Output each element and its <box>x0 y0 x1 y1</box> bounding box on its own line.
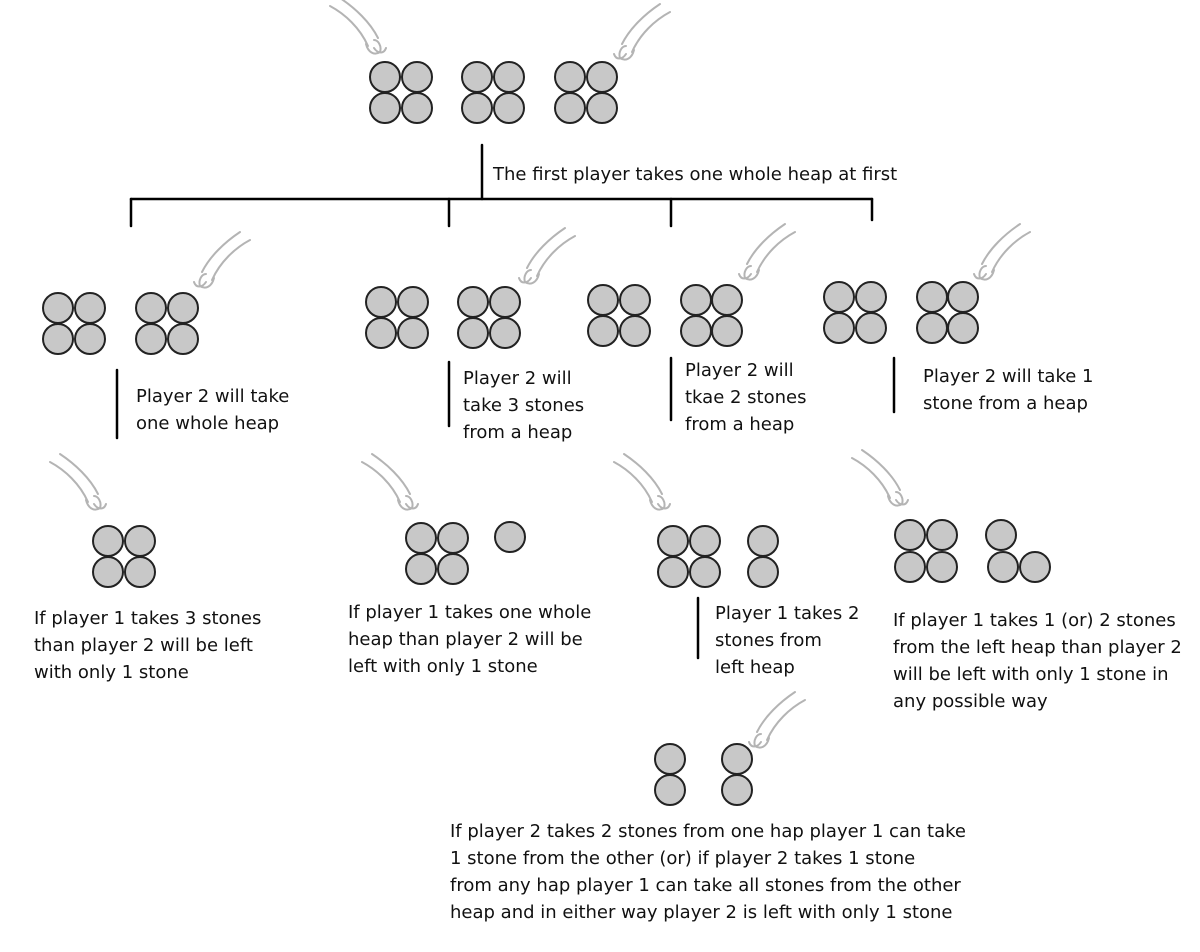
stone <box>92 525 124 557</box>
level1-caption-1: Player 2 will take one whole heap <box>136 386 290 434</box>
stone <box>489 286 521 318</box>
stone <box>124 556 156 588</box>
hand-icon <box>738 223 796 281</box>
hand-icon <box>613 3 671 61</box>
stone <box>493 92 525 124</box>
stone <box>1019 551 1051 583</box>
stone <box>586 61 618 93</box>
stone <box>489 317 521 349</box>
stone-groups <box>42 61 1051 806</box>
stone <box>437 522 469 554</box>
stone <box>680 284 712 316</box>
stone <box>135 292 167 324</box>
stone <box>401 92 433 124</box>
root-caption: The first player takes one whole heap at… <box>493 164 898 185</box>
level2-caption-2: If player 1 takes one whole heap than pl… <box>348 602 592 677</box>
stone <box>124 525 156 557</box>
stone <box>586 92 618 124</box>
stone <box>916 281 948 313</box>
stone <box>42 323 74 355</box>
stone <box>554 92 586 124</box>
stone <box>554 61 586 93</box>
level2-caption-4: If player 1 takes 1 (or) 2 stones from t… <box>893 610 1182 712</box>
stone <box>369 92 401 124</box>
stone <box>92 556 124 588</box>
stone <box>657 556 689 588</box>
stone <box>721 774 753 806</box>
level1-caption-4: Player 2 will take 1 stone from a heap <box>923 366 1094 414</box>
stone <box>365 286 397 318</box>
stone <box>74 323 106 355</box>
stone <box>405 553 437 585</box>
stone <box>365 317 397 349</box>
stone <box>680 315 712 347</box>
hand-icon <box>613 453 671 511</box>
stone <box>74 292 106 324</box>
hand-icon <box>973 223 1031 281</box>
stone <box>619 284 651 316</box>
stone <box>894 551 926 583</box>
hand-icon <box>49 453 107 511</box>
stone <box>135 323 167 355</box>
stone <box>721 743 753 775</box>
stone <box>167 323 199 355</box>
stone <box>747 525 779 557</box>
stone <box>711 284 743 316</box>
stone <box>916 312 948 344</box>
stone <box>42 292 74 324</box>
stone <box>654 774 686 806</box>
level1-caption-3: Player 2 will tkae 2 stones from a heap <box>685 360 807 435</box>
level1-caption-2: Player 2 will take 3 stones from a heap <box>463 368 585 443</box>
stone <box>926 519 958 551</box>
stone <box>985 519 1017 551</box>
hand-icon <box>193 231 251 289</box>
hand-illustrations <box>49 0 1031 749</box>
hand-icon <box>361 453 419 511</box>
stone <box>587 284 619 316</box>
stone <box>855 312 887 344</box>
stone <box>461 61 493 93</box>
stone <box>397 286 429 318</box>
stone <box>437 553 469 585</box>
stone <box>494 521 526 553</box>
hand-icon <box>851 449 909 507</box>
stone <box>654 743 686 775</box>
stone <box>747 556 779 588</box>
stone <box>457 286 489 318</box>
stone <box>587 315 619 347</box>
stone <box>689 525 721 557</box>
tree-connectors <box>115 143 896 660</box>
stone <box>619 315 651 347</box>
stone <box>405 522 437 554</box>
hand-icon <box>518 227 576 285</box>
stone <box>855 281 887 313</box>
stone <box>823 281 855 313</box>
stone <box>987 551 1019 583</box>
level2-caption-1: If player 1 takes 3 stones than player 2… <box>34 608 262 683</box>
stone <box>493 61 525 93</box>
stone <box>657 525 689 557</box>
hand-icon <box>748 691 806 749</box>
stone <box>947 281 979 313</box>
stone <box>689 556 721 588</box>
level3-caption: If player 2 takes 2 stones from one hap … <box>450 821 966 923</box>
stone <box>823 312 855 344</box>
stone <box>461 92 493 124</box>
stone <box>397 317 429 349</box>
stone <box>711 315 743 347</box>
stone <box>457 317 489 349</box>
stone <box>401 61 433 93</box>
stone <box>167 292 199 324</box>
stone <box>369 61 401 93</box>
level2-caption-3: Player 1 takes 2 stones from left heap <box>715 603 860 678</box>
stone <box>894 519 926 551</box>
stone <box>947 312 979 344</box>
stone <box>926 551 958 583</box>
hand-icon <box>329 0 387 55</box>
